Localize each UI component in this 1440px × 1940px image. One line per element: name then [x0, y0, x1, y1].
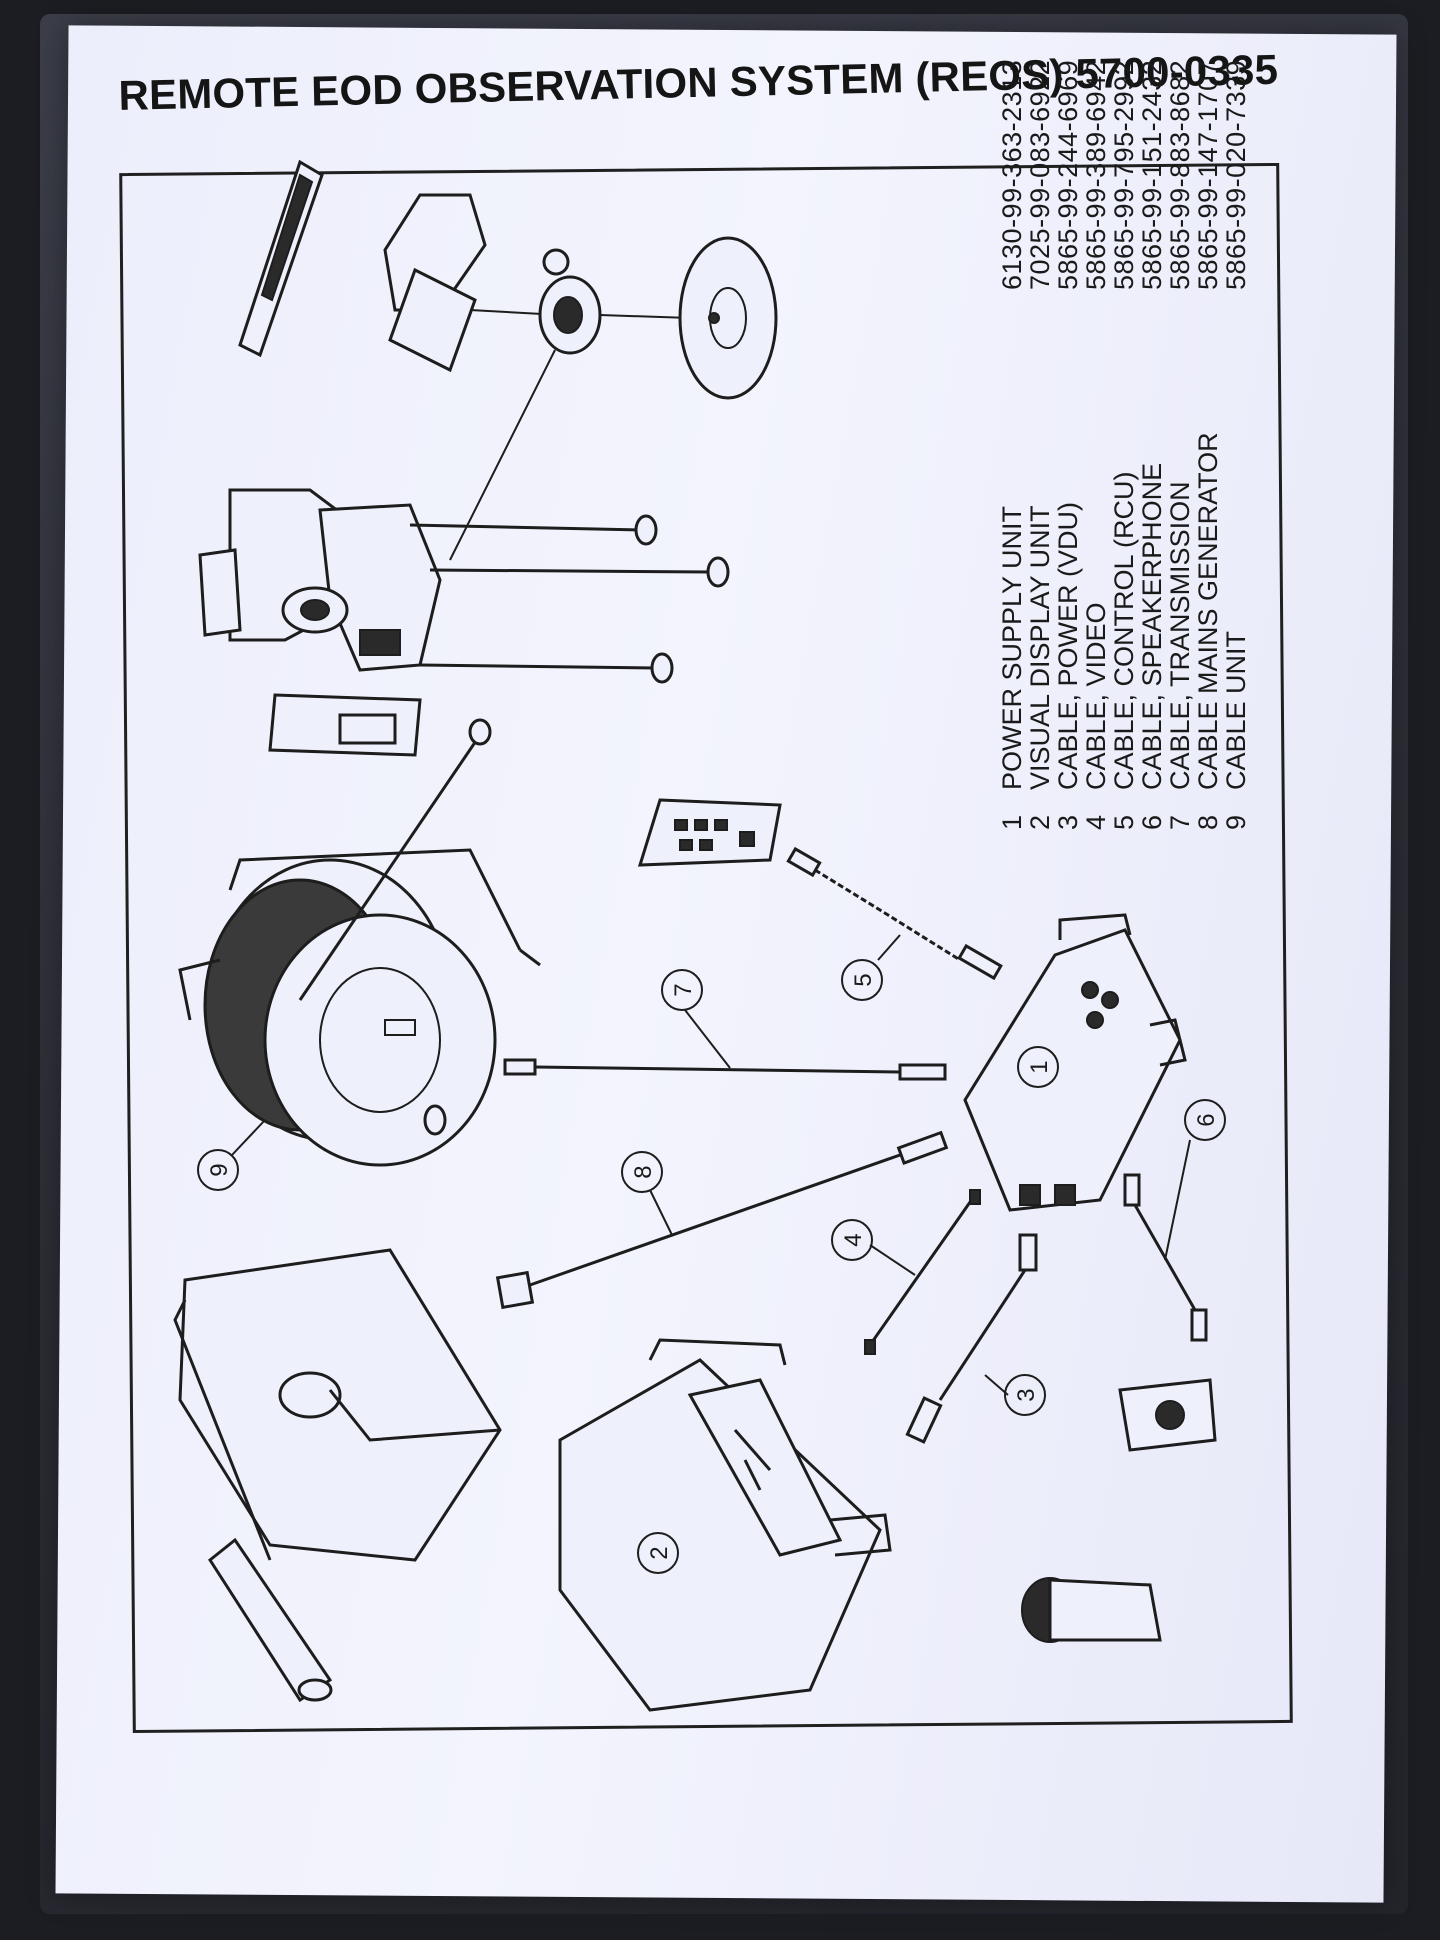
legend-row: 3 CABLE, POWER (VDU) 5865-99-244-6969 [1053, 0, 1083, 830]
legend-row: 6 CABLE, SPEAKERPHONE 5865-99-151-2432 [1137, 0, 1167, 830]
knife-tool [238, 159, 324, 358]
callout-6: 6 [1164, 1099, 1226, 1261]
power-supply-unit [963, 913, 1187, 1212]
legend-number: 4 [1081, 814, 1111, 830]
callout-1: 1 [1017, 1046, 1059, 1088]
legend-description: CABLE, TRANSMISSION [1165, 481, 1195, 790]
legend-stock-number: 5865-99-147-1707 [1193, 59, 1223, 290]
legend-stock-number: 5865-99-244-6969 [1053, 59, 1083, 290]
legend-number: 8 [1193, 814, 1223, 830]
legend-number: 6 [1137, 814, 1167, 830]
legend-row: 4 CABLE, VIDEO 5865-99-389-6942 [1081, 0, 1111, 830]
svg-text:8: 8 [630, 1165, 657, 1178]
svg-text:9: 9 [206, 1163, 233, 1176]
camera-head [198, 488, 730, 757]
legend-number: 9 [1221, 814, 1251, 830]
legend-stock-number: 5865-99-795-2992 [1109, 59, 1139, 290]
svg-text:3: 3 [1013, 1388, 1040, 1401]
lens-roll [1021, 1577, 1162, 1643]
legend-description: CABLE UNIT [1221, 630, 1251, 790]
tube [208, 1537, 333, 1703]
cable-control [786, 846, 1003, 981]
legend-number: 2 [1025, 814, 1055, 830]
legend-number: 7 [1165, 814, 1195, 830]
legend-description: CABLE, POWER (VDU) [1053, 501, 1083, 790]
svg-text:6: 6 [1193, 1113, 1220, 1126]
svg-text:4: 4 [840, 1233, 867, 1246]
callout-9: 9 [197, 1119, 266, 1191]
legend-description: CABLE, VIDEO [1081, 602, 1111, 790]
legend-description: VISUAL DISPLAY UNIT [1025, 505, 1055, 790]
parts-legend: 1 POWER SUPPLY UNIT 6130-99-363-2313 2 V… [997, 0, 1278, 830]
visual-display-unit [558, 1338, 892, 1712]
callout-3: 3 [984, 1374, 1046, 1416]
cable-reel [178, 718, 541, 1167]
svg-text:7: 7 [670, 983, 697, 996]
callout-2: 2 [637, 1532, 679, 1574]
legend-row: 1 POWER SUPPLY UNIT 6130-99-363-2313 [997, 0, 1027, 830]
legend-description: POWER SUPPLY UNIT [997, 505, 1027, 790]
callout-4: 4 [831, 1219, 916, 1276]
callout-7: 7 [661, 969, 731, 1069]
legend-stock-number: 5865-99-020-7339 [1221, 59, 1251, 290]
cable-video [864, 1189, 981, 1355]
legend-number: 3 [1053, 814, 1083, 830]
legend-number: 1 [997, 814, 1027, 830]
legend-row: 5 CABLE, CONTROL (RCU) 5865-99-795-2992 [1109, 0, 1139, 830]
legend-description: CABLE, SPEAKERPHONE [1137, 462, 1167, 790]
legend-stock-number: 5865-99-151-2432 [1137, 59, 1167, 290]
legend-stock-number: 7025-99-083-6922 [1025, 59, 1055, 290]
legend-row: 8 CABLE MAINS GENERATOR 5865-99-147-1707 [1193, 0, 1223, 830]
cable-power-vdu [905, 1233, 1038, 1444]
legend-description: CABLE, CONTROL (RCU) [1109, 471, 1139, 790]
legend-row: 7 CABLE, TRANSMISSION 5865-99-883-8682 [1165, 0, 1195, 830]
legend-row: 9 CABLE UNIT 5865-99-020-7339 [1221, 0, 1251, 830]
carry-case [173, 1248, 502, 1562]
svg-text:1: 1 [1026, 1060, 1053, 1073]
cable-mains-generator [495, 1130, 949, 1310]
tripod-stand [383, 193, 778, 561]
legend-description: CABLE MAINS GENERATOR [1193, 432, 1223, 790]
speakerphone [1118, 1378, 1217, 1452]
legend-number: 5 [1109, 814, 1139, 830]
cable-speakerphone [1123, 1173, 1208, 1342]
callout-8: 8 [621, 1151, 673, 1236]
legend-stock-number: 5865-99-389-6942 [1081, 59, 1111, 290]
callout-5: 5 [841, 934, 901, 1001]
svg-text:2: 2 [646, 1546, 673, 1559]
legend-stock-number: 5865-99-883-8682 [1165, 59, 1195, 290]
svg-text:5: 5 [850, 973, 877, 986]
remote-control-unit [637, 798, 782, 867]
legend-stock-number: 6130-99-363-2313 [997, 59, 1027, 290]
cable-transmission [503, 1058, 947, 1081]
legend-row: 2 VISUAL DISPLAY UNIT 7025-99-083-6922 [1025, 0, 1055, 830]
